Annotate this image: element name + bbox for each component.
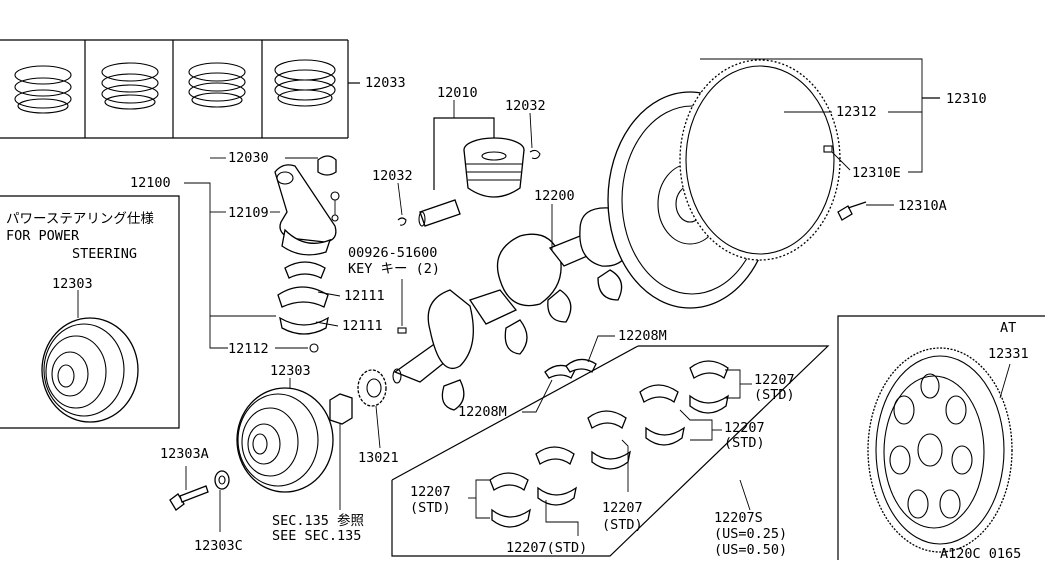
label-12109: 12109 (228, 205, 269, 221)
power-steering-jp-title: パワーステアリング仕様 (6, 211, 154, 227)
label-12207S: 12207S (714, 510, 763, 526)
label-12207S-us050: (US=0.50) (714, 542, 787, 558)
label-12207-1-std: (STD) (754, 387, 795, 403)
label-12033: 12033 (365, 75, 406, 91)
piston-ring-stack-1 (14, 65, 72, 114)
figure-code: A120C 0165 (940, 546, 1021, 562)
label-12207-3-std: (STD) (602, 517, 643, 533)
power-steering-en-line2: STEERING (72, 246, 137, 262)
crank-sprocket-13021 (357, 369, 387, 449)
label-12312: 12312 (836, 104, 877, 120)
piston-ring-stack-3 (188, 62, 246, 108)
label-12111-lower: 12111 (342, 318, 383, 334)
label-12331: 12331 (988, 346, 1029, 362)
spacer-drawing (329, 393, 353, 510)
label-12207-5: 12207(STD) (506, 540, 587, 556)
label-12207-4-std: (STD) (410, 500, 451, 516)
label-12112: 12112 (228, 341, 269, 357)
connecting-rod-drawing (274, 155, 340, 256)
at-label: AT (1000, 320, 1016, 336)
label-12100: 12100 (130, 175, 171, 191)
piston-ring-stack-4 (274, 59, 336, 107)
woodruff-key (397, 327, 407, 334)
label-13021: 13021 (358, 450, 399, 466)
piston-ring-stack-2 (101, 62, 159, 110)
label-12208M-lower: 12208M (458, 404, 507, 420)
at-drive-plate-inset (837, 315, 1045, 560)
label-12208M-upper: 12208M (618, 328, 667, 344)
label-12310: 12310 (946, 91, 987, 107)
sec-reference-jp: SEC.135 参照 (272, 512, 364, 529)
label-12207-3: 12207 (602, 500, 643, 516)
power-steering-en-line1: FOR POWER (6, 228, 80, 244)
conrod-bearing-drawing (277, 261, 329, 335)
label-key-number: 00926-51600 (348, 245, 437, 261)
conrod-nut (309, 343, 319, 353)
label-12207-1: 12207 (754, 372, 795, 388)
flywheel-drawing (607, 59, 867, 309)
main-bearing-frame (391, 345, 830, 557)
label-12207-2: 12207 (724, 420, 765, 436)
dowel-pin-12310E (823, 145, 833, 153)
label-12200: 12200 (534, 188, 575, 204)
pulley-bolt-washer-drawing (169, 466, 230, 532)
label-12207-2-std: (STD) (724, 435, 765, 451)
label-12111-upper: 12111 (344, 288, 385, 304)
label-12207-4: 12207 (410, 484, 451, 500)
label-12032-right: 12032 (505, 98, 546, 114)
label-12207S-us025: (US=0.25) (714, 526, 787, 542)
label-12303A: 12303A (160, 446, 209, 462)
piston-ring-set-boxes (0, 39, 360, 139)
label-12303-inset: 12303 (52, 276, 93, 292)
label-12303C: 12303C (194, 538, 243, 554)
label-12310A: 12310A (898, 198, 947, 214)
label-12032-left: 12032 (372, 168, 413, 184)
label-12010: 12010 (437, 85, 478, 101)
crank-pulley-drawing (236, 378, 334, 493)
label-12303-main: 12303 (270, 363, 311, 379)
main-bearings-drawing (489, 360, 729, 528)
label-12310E: 12310E (852, 165, 901, 181)
label-12030: 12030 (228, 150, 269, 166)
power-steering-inset (0, 195, 180, 429)
thrust-washers-drawing (544, 358, 597, 379)
sec-reference-en: SEE SEC.135 (272, 528, 361, 544)
label-key-description: KEY キー (2) (348, 261, 440, 277)
piston-drawing (397, 117, 541, 227)
